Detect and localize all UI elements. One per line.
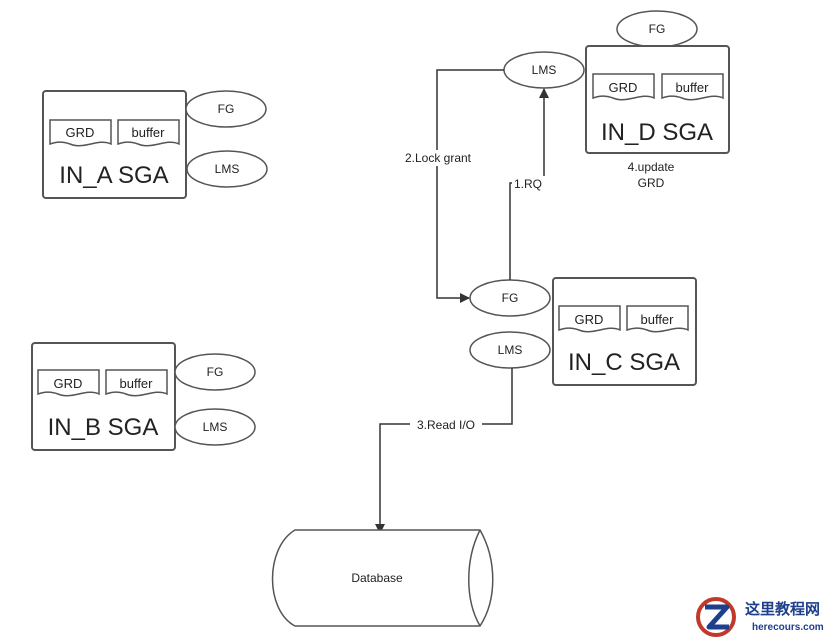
- fg-label: FG: [649, 22, 666, 36]
- buffer-doc-icon: [117, 119, 180, 147]
- sga-label-c: IN_C SGA: [568, 349, 680, 376]
- buffer-doc-icon: [626, 305, 689, 333]
- edge-read-io-label-bg: [410, 417, 482, 432]
- edge-lock-grant-label: 2.Lock grant: [405, 151, 472, 165]
- grd-doc-icon: [37, 369, 100, 397]
- watermark-logo-z: [705, 604, 730, 630]
- grd-doc-icon: [592, 73, 655, 101]
- buffer-label: buffer: [675, 80, 709, 95]
- sga-box-d: [585, 45, 730, 154]
- buffer-label: buffer: [131, 125, 165, 140]
- update-grd-label-2: GRD: [638, 176, 665, 190]
- buffer-label: buffer: [640, 312, 674, 327]
- instance-c: GRD buffer IN_C SGA FG LMS: [469, 277, 697, 386]
- sga-label-a: IN_A SGA: [59, 162, 168, 189]
- grd-label: GRD: [575, 312, 604, 327]
- fg-label: FG: [207, 365, 224, 379]
- watermark: 这里教程网 herecours.com: [696, 597, 824, 637]
- edge-read-io: [375, 368, 513, 534]
- grd-label: GRD: [66, 125, 95, 140]
- lms-process-c: [469, 331, 551, 369]
- fg-process-a: [185, 90, 267, 128]
- grd-doc-icon: [49, 119, 112, 147]
- sga-label-b: IN_B SGA: [48, 414, 159, 441]
- instance-d: FG GRD buffer IN_D SGA LMS: [503, 10, 730, 154]
- buffer-doc-icon: [105, 369, 168, 397]
- edge-rq-label: 1.RQ: [514, 177, 542, 191]
- grd-label: GRD: [609, 80, 638, 95]
- instance-a: GRD buffer IN_A SGA FG LMS: [42, 90, 268, 199]
- grd-label: GRD: [54, 376, 83, 391]
- lms-label: LMS: [215, 162, 240, 176]
- buffer-label: buffer: [119, 376, 153, 391]
- fg-label: FG: [218, 102, 235, 116]
- lms-process-b: [174, 408, 256, 446]
- watermark-title: 这里教程网: [745, 600, 820, 618]
- lms-process-a: [186, 150, 268, 188]
- lms-label: LMS: [532, 63, 557, 77]
- sga-box-c: [552, 277, 697, 386]
- database-cylinder: [271, 529, 494, 627]
- database: Database: [271, 529, 494, 627]
- sga-box-a: [42, 90, 187, 199]
- sga-label-d: IN_D SGA: [601, 119, 713, 146]
- fg-label: FG: [502, 291, 519, 305]
- buffer-doc-icon: [661, 73, 724, 101]
- fg-process-b: [174, 353, 256, 391]
- grd-doc-icon: [558, 305, 621, 333]
- update-grd-label: 4.update: [628, 160, 675, 174]
- edge-lock-grant-label-bg: [396, 150, 480, 166]
- edge-read-io-label: 3.Read I/O: [417, 418, 475, 432]
- instance-b: GRD buffer IN_B SGA FG LMS: [31, 342, 256, 451]
- edge-lock-grant: [436, 69, 504, 303]
- watermark-url: herecours.com: [752, 622, 824, 633]
- database-cylinder-back: [468, 529, 481, 627]
- lms-label: LMS: [203, 420, 228, 434]
- database-label: Database: [351, 571, 403, 585]
- lms-label: LMS: [498, 343, 523, 357]
- edge-rq-label-bg: [512, 176, 545, 191]
